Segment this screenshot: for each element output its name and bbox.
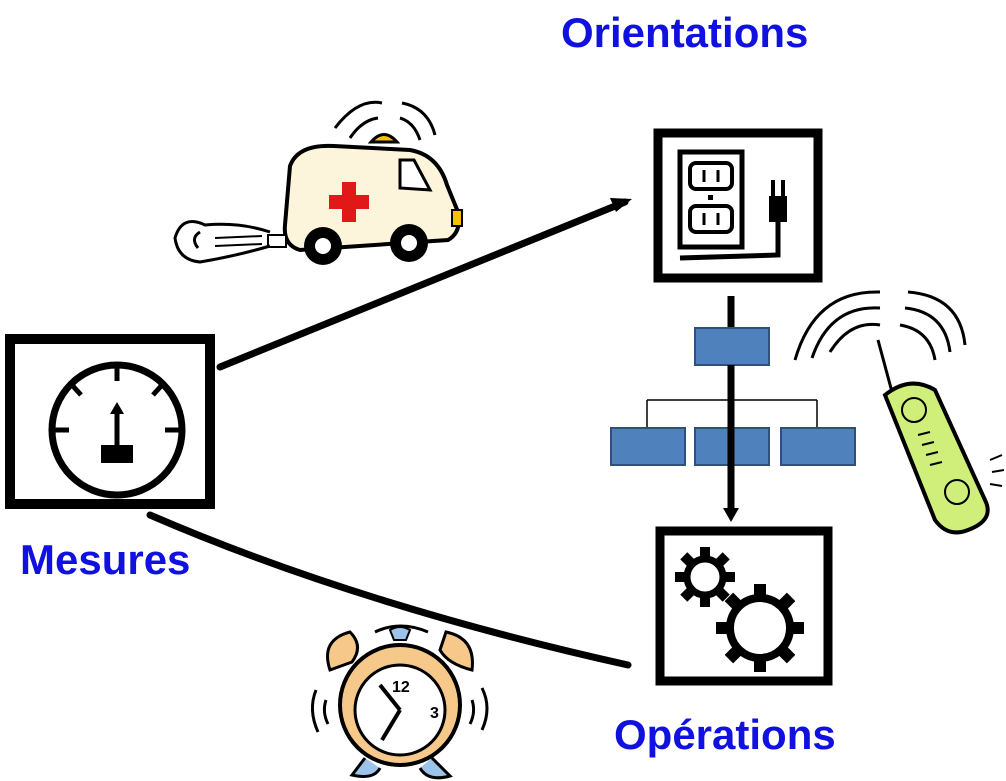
org-box-left	[610, 427, 686, 466]
label-mesures: Mesures	[20, 536, 191, 583]
org-box-right	[780, 427, 856, 466]
arrowhead-operations	[723, 508, 739, 522]
label-operations: Opérations	[614, 711, 836, 758]
cordless-phone-icon	[793, 290, 1005, 535]
label-orientations: Orientations	[561, 9, 809, 56]
power-outlet-icon	[653, 128, 823, 283]
arrowhead-orientations	[610, 198, 632, 212]
gauge-icon	[5, 334, 215, 509]
org-chart-icon	[610, 327, 856, 508]
clock-number-3: 3	[430, 705, 439, 722]
connector-mesures-orientations	[216, 198, 629, 371]
alarm-clock-icon: 12 3	[311, 624, 489, 780]
clock-number-12: 12	[392, 679, 410, 696]
ambulance-icon	[173, 100, 463, 265]
org-box-top	[694, 327, 770, 366]
gears-icon	[655, 526, 833, 686]
connector-mesures-operations	[146, 511, 632, 669]
